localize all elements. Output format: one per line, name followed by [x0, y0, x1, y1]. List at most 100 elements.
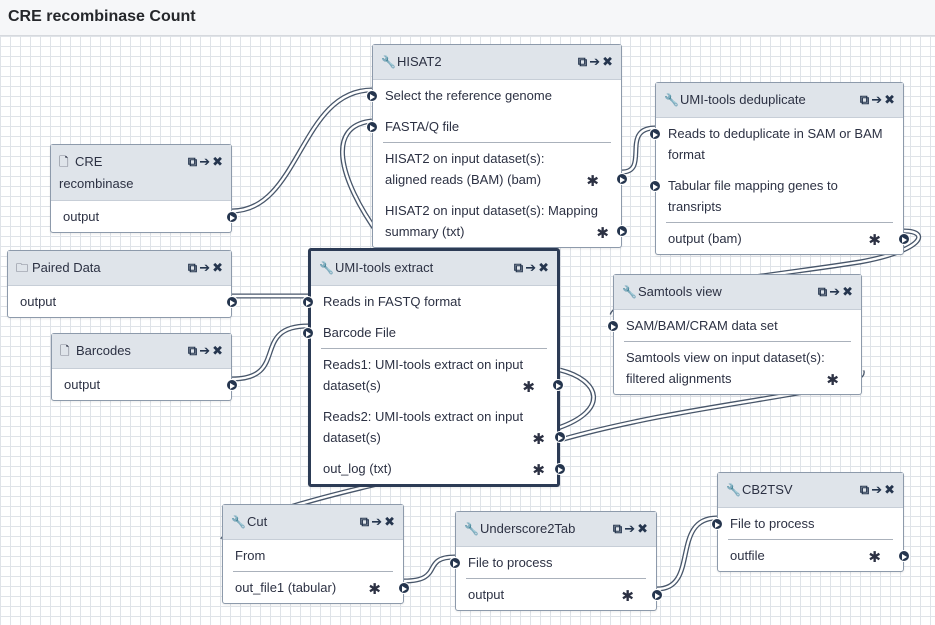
output-label: HISAT2 on input dataset(s): aligned read… — [385, 151, 545, 187]
output-label: HISAT2 on input dataset(s): Mapping summ… — [385, 203, 598, 239]
underscore2tab-node[interactable]: 🔧Underscore2Tab ⧉➔✖ File to process outp… — [449, 511, 663, 611]
output-terminal[interactable] — [398, 582, 410, 594]
cb2tsv-title: CB2TSV — [742, 482, 793, 497]
input-terminal[interactable] — [449, 557, 461, 569]
paired-output: output — [8, 286, 238, 317]
samtools-header[interactable]: 🔧Samtools view ⧉➔✖ — [614, 275, 861, 310]
underscore-input: File to process — [449, 547, 656, 578]
dedup-header[interactable]: 🔧UMI-tools deduplicate ⧉➔✖ — [656, 83, 903, 118]
arrow-right-icon[interactable]: ➔ — [871, 482, 883, 497]
output-terminal[interactable] — [554, 463, 566, 475]
close-icon[interactable]: ✖ — [602, 54, 613, 69]
copy-icon[interactable]: ⧉ — [187, 343, 198, 358]
output-terminal[interactable] — [616, 225, 628, 237]
close-icon[interactable]: ✖ — [212, 260, 223, 275]
asterisk-icon: ✱ — [368, 581, 381, 598]
input-terminal[interactable] — [649, 180, 661, 192]
copy-icon[interactable]: ⧉ — [577, 54, 588, 69]
copy-icon[interactable]: ⧉ — [513, 260, 524, 275]
input-terminal[interactable] — [649, 128, 661, 140]
close-icon[interactable]: ✖ — [637, 521, 648, 536]
input-terminal[interactable] — [302, 296, 314, 308]
arrow-right-icon[interactable]: ➔ — [624, 521, 636, 536]
wrench-icon: 🔧 — [381, 55, 396, 69]
copy-icon[interactable]: ⧉ — [859, 482, 870, 497]
arrow-right-icon[interactable]: ➔ — [525, 260, 537, 275]
hisat2-input-reference: Select the reference genome — [366, 80, 621, 111]
arrow-right-icon[interactable]: ➔ — [199, 260, 211, 275]
copy-icon[interactable]: ⧉ — [187, 154, 198, 169]
input-terminal[interactable] — [607, 320, 619, 332]
underscore-header[interactable]: 🔧Underscore2Tab ⧉➔✖ — [456, 512, 656, 547]
dedup-title: UMI-tools deduplicate — [680, 92, 806, 107]
umi-dedup-node[interactable]: 🔧UMI-tools deduplicate ⧉➔✖ Reads to dedu… — [649, 82, 910, 255]
output-label: Reads1: UMI-tools extract on input datas… — [323, 357, 524, 393]
cb2tsv-node[interactable]: 🔧CB2TSV ⧉➔✖ File to process outfile ✱ — [711, 472, 910, 572]
output-terminal[interactable] — [651, 589, 663, 601]
input-terminal[interactable] — [302, 327, 314, 339]
underscore-title: Underscore2Tab — [480, 521, 576, 536]
barcodes-node[interactable]: 🗋Barcodes ⧉➔✖ output — [51, 333, 238, 401]
output-terminal[interactable] — [226, 296, 238, 308]
arrow-right-icon[interactable]: ➔ — [371, 514, 383, 529]
output-label: Reads2: UMI-tools extract on input datas… — [323, 409, 524, 445]
input-terminal[interactable] — [711, 518, 723, 530]
close-icon[interactable]: ✖ — [212, 343, 223, 358]
output-terminal[interactable] — [226, 211, 238, 223]
cre-header[interactable]: 🗋CRE recombinase ⧉➔✖ — [51, 145, 231, 201]
samtools-view-node[interactable]: 🔧Samtools view ⧉➔✖ SAM/BAM/CRAM data set… — [607, 274, 862, 395]
close-icon[interactable]: ✖ — [538, 260, 549, 275]
output-terminal[interactable] — [898, 550, 910, 562]
close-icon[interactable]: ✖ — [212, 154, 223, 169]
input-label: Tabular file mapping genes to transripts — [668, 178, 838, 214]
output-label: output — [468, 587, 505, 602]
asterisk-icon: ✱ — [826, 372, 839, 389]
copy-icon[interactable]: ⧉ — [612, 521, 623, 536]
arrow-right-icon[interactable]: ➔ — [199, 343, 211, 358]
folder-icon: 🗀 — [16, 261, 29, 275]
extract-header[interactable]: 🔧UMI-tools extract ⧉➔✖ — [311, 251, 557, 286]
cut-input: From — [223, 540, 403, 571]
output-terminal[interactable] — [226, 379, 238, 391]
output-label: output — [63, 209, 100, 224]
output-terminal[interactable] — [554, 431, 566, 443]
asterisk-icon: ✱ — [586, 173, 599, 190]
arrow-right-icon[interactable]: ➔ — [829, 284, 841, 299]
copy-icon[interactable]: ⧉ — [859, 92, 870, 107]
hisat2-header[interactable]: 🔧HISAT2 ⧉➔✖ — [373, 45, 621, 80]
output-terminal[interactable] — [552, 379, 564, 391]
cb2tsv-header[interactable]: 🔧CB2TSV ⧉➔✖ — [718, 473, 903, 508]
close-icon[interactable]: ✖ — [842, 284, 853, 299]
dedup-output: output (bam) ✱ — [666, 222, 910, 254]
barcodes-header[interactable]: 🗋Barcodes ⧉➔✖ — [52, 334, 231, 369]
close-icon[interactable]: ✖ — [884, 482, 895, 497]
paired-data-node[interactable]: 🗀Paired Data ⧉➔✖ output — [7, 250, 238, 318]
arrow-right-icon[interactable]: ➔ — [199, 154, 211, 169]
workflow-title: CRE recombinase Count — [8, 8, 196, 25]
copy-icon[interactable]: ⧉ — [359, 514, 370, 529]
paired-title: Paired Data — [32, 260, 101, 275]
cut-node[interactable]: 🔧Cut ⧉➔✖ From out_file1 (tabular) ✱ — [222, 504, 410, 604]
cut-header[interactable]: 🔧Cut ⧉➔✖ — [223, 505, 403, 540]
output-terminal[interactable] — [898, 233, 910, 245]
hisat2-node[interactable]: 🔧HISAT2 ⧉➔✖ Select the reference genome … — [366, 44, 628, 248]
copy-icon[interactable]: ⧉ — [817, 284, 828, 299]
arrow-right-icon[interactable]: ➔ — [871, 92, 883, 107]
extract-title: UMI-tools extract — [335, 260, 434, 275]
output-terminal[interactable] — [616, 173, 628, 185]
input-terminal[interactable] — [366, 121, 378, 133]
input-terminal[interactable] — [366, 90, 378, 102]
copy-icon[interactable]: ⧉ — [187, 260, 198, 275]
file-icon: 🗋 — [60, 344, 70, 358]
cre-recombinase-node[interactable]: 🗋CRE recombinase ⧉➔✖ output — [50, 144, 238, 233]
umi-extract-node[interactable]: 🔧UMI-tools extract ⧉➔✖ Reads in FASTQ fo… — [302, 248, 566, 487]
close-icon[interactable]: ✖ — [884, 92, 895, 107]
close-icon[interactable]: ✖ — [384, 514, 395, 529]
input-label: File to process — [730, 516, 815, 531]
arrow-right-icon[interactable]: ➔ — [589, 54, 601, 69]
paired-header[interactable]: 🗀Paired Data ⧉➔✖ — [8, 251, 231, 286]
wrench-icon: 🔧 — [464, 522, 479, 536]
output-label: out_log (txt) — [323, 461, 392, 476]
input-label: FASTA/Q file — [385, 119, 460, 134]
hisat2-input-fastq: FASTA/Q file — [366, 111, 621, 142]
